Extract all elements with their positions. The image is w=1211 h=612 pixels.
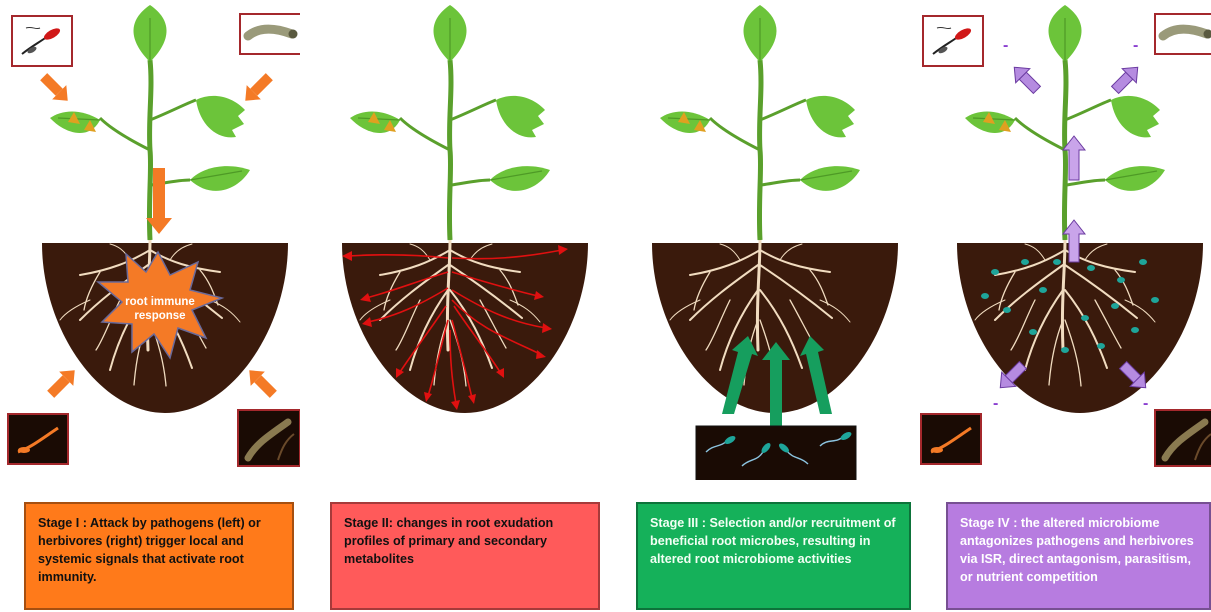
stage-3-illustration — [610, 0, 910, 480]
signal-arrow-caterpillar — [238, 70, 276, 108]
soil — [957, 243, 1203, 413]
root-herbivore-icon — [1155, 410, 1211, 466]
caterpillar-icon — [240, 14, 300, 54]
stage-4-caption: Stage IV : the altered microbiome antago… — [946, 502, 1211, 610]
beneficial-microbes-icon — [696, 426, 856, 480]
signal-arrow-root-herbivore — [242, 363, 280, 401]
antagonism-arrow-pathogen — [1007, 60, 1044, 97]
signal-arrow-pathogen — [37, 70, 75, 108]
antagonism-arrow-caterpillar — [1108, 60, 1145, 97]
minus-sign: - — [1143, 396, 1148, 412]
stage-2-illustration — [300, 0, 610, 480]
stage-2-caption: Stage II: changes in root exudation prof… — [330, 502, 600, 610]
stage-2-panel — [300, 0, 600, 480]
stage-1-caption: Stage I : Attack by pathogens (left) or … — [24, 502, 294, 610]
plant — [50, 5, 250, 240]
nematode-icon — [921, 414, 981, 464]
minus-sign: - — [993, 396, 998, 412]
recruitment-arrows — [722, 336, 832, 430]
plant — [660, 5, 860, 240]
pathogen-icon — [12, 16, 72, 66]
stage-4-panel: - - - - — [915, 0, 1211, 480]
pathogen-icon — [923, 16, 983, 66]
stage-3-caption: Stage III : Selection and/or recruitment… — [636, 502, 911, 610]
stage-3-panel — [610, 0, 910, 480]
caterpillar-icon — [1155, 14, 1211, 54]
signal-arrow-nematode — [44, 363, 82, 401]
burst-label: root immune response — [100, 295, 220, 323]
nematode-icon — [8, 414, 68, 464]
stage-4-illustration — [915, 0, 1211, 480]
plant — [350, 5, 550, 240]
soil — [342, 243, 588, 413]
minus-sign: - — [1003, 38, 1008, 54]
root-herbivore-icon — [238, 410, 300, 466]
stage-1-illustration — [0, 0, 300, 480]
minus-sign: - — [1133, 38, 1138, 54]
stage-1-panel: root immune response — [0, 0, 300, 480]
